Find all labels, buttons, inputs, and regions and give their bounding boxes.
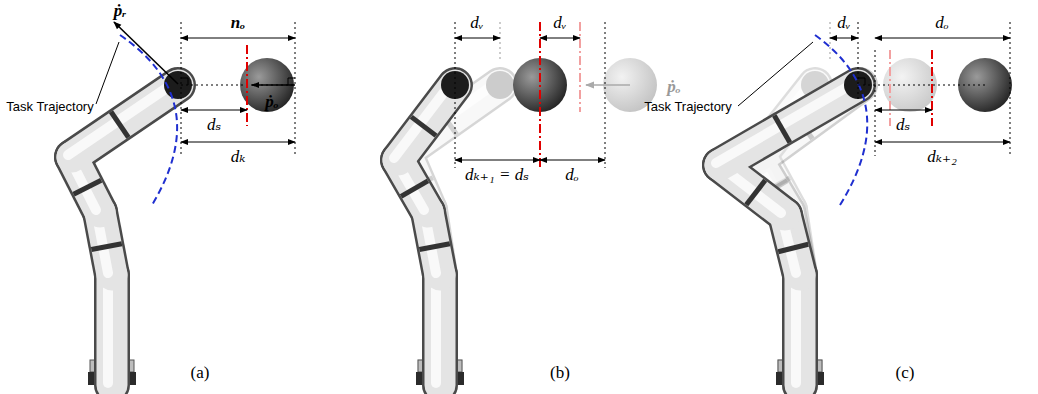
arm-band (746, 180, 765, 205)
robot-arm (394, 71, 469, 385)
dimension-label: dᵥ (468, 14, 485, 33)
dimension-label: dᵥ (551, 14, 568, 33)
dimension-arrow (114, 22, 178, 84)
arm-band (419, 244, 449, 250)
dimension-label: dᵥ (835, 14, 852, 33)
right-angle-mark (181, 78, 188, 85)
dimension-arrow (875, 110, 932, 111)
dimension-arrow (455, 38, 500, 39)
dimension-arrow (455, 160, 540, 161)
leader-line (96, 42, 119, 104)
arm-highlight (716, 83, 854, 163)
annotation-label: Task Trajectory (642, 100, 733, 114)
dimension-label: dₖ (229, 148, 248, 167)
end-effector (486, 71, 514, 99)
arm-band (774, 116, 790, 143)
arm-band (401, 181, 428, 196)
dimension-label: nₒ (229, 14, 247, 33)
safety-distance-line (246, 45, 248, 126)
right-angle-mark (288, 78, 295, 85)
panel-label: (c) (894, 364, 917, 383)
guide-line (605, 22, 606, 168)
arm-highlight (394, 83, 451, 158)
dimension-label: dₛ (894, 116, 912, 135)
arm-band (411, 117, 436, 136)
dimension-arrow (586, 84, 630, 86)
end-effector (441, 71, 469, 99)
dimension-arrow (830, 38, 858, 39)
guide-line (295, 22, 296, 156)
dimension-label: dₒ (563, 166, 580, 185)
robot-arm (716, 71, 872, 385)
panel-label: (b) (548, 364, 572, 383)
right-angle-mark (858, 78, 865, 85)
arm-highlight (68, 83, 174, 155)
dimension-arrow (181, 142, 295, 143)
task-trajectory (120, 35, 177, 205)
guide-line (830, 22, 831, 62)
guide-line (875, 50, 876, 156)
safety-distance-line (889, 50, 891, 126)
guide-line (858, 22, 859, 100)
dimension-label: dₖ₊₂ (925, 148, 959, 167)
obstacle-ball (240, 58, 294, 112)
safety-distance-line (931, 50, 933, 126)
arm-band (778, 244, 808, 252)
dimension-arrow (252, 84, 295, 86)
guide-line (181, 85, 295, 86)
arm-band (74, 180, 102, 194)
vector-label: ṗₒ (665, 78, 682, 97)
vector-label: ṗₒ (263, 93, 280, 112)
guide-line (500, 22, 501, 62)
arm-band (91, 244, 121, 250)
safety-distance-line (579, 22, 581, 112)
dimension-label: dₛ (205, 116, 223, 135)
dimension-label: dₖ₊₁ = dₛ (463, 166, 531, 185)
dimension-arrow (875, 142, 1010, 143)
dimension-label: dₒ (933, 14, 950, 33)
task-trajectory (815, 35, 867, 205)
dimension-arrow (181, 38, 295, 39)
annotation-label: Task Trajectory (4, 100, 95, 114)
guide-line (1010, 22, 1011, 156)
arm-band (111, 112, 128, 138)
dimension-arrow (875, 38, 1010, 39)
dimension-arrow (540, 38, 580, 39)
safety-distance-line (539, 22, 541, 168)
guide-line (858, 85, 985, 86)
dimension-arrow (181, 110, 247, 111)
leader-line (738, 42, 813, 106)
guide-line (181, 22, 182, 156)
robot-arm (68, 71, 192, 385)
guide-line (455, 22, 456, 168)
dimension-arrow (540, 160, 605, 161)
vector-label: ṗᵣ (112, 2, 128, 21)
panel-label: (a) (189, 364, 212, 383)
